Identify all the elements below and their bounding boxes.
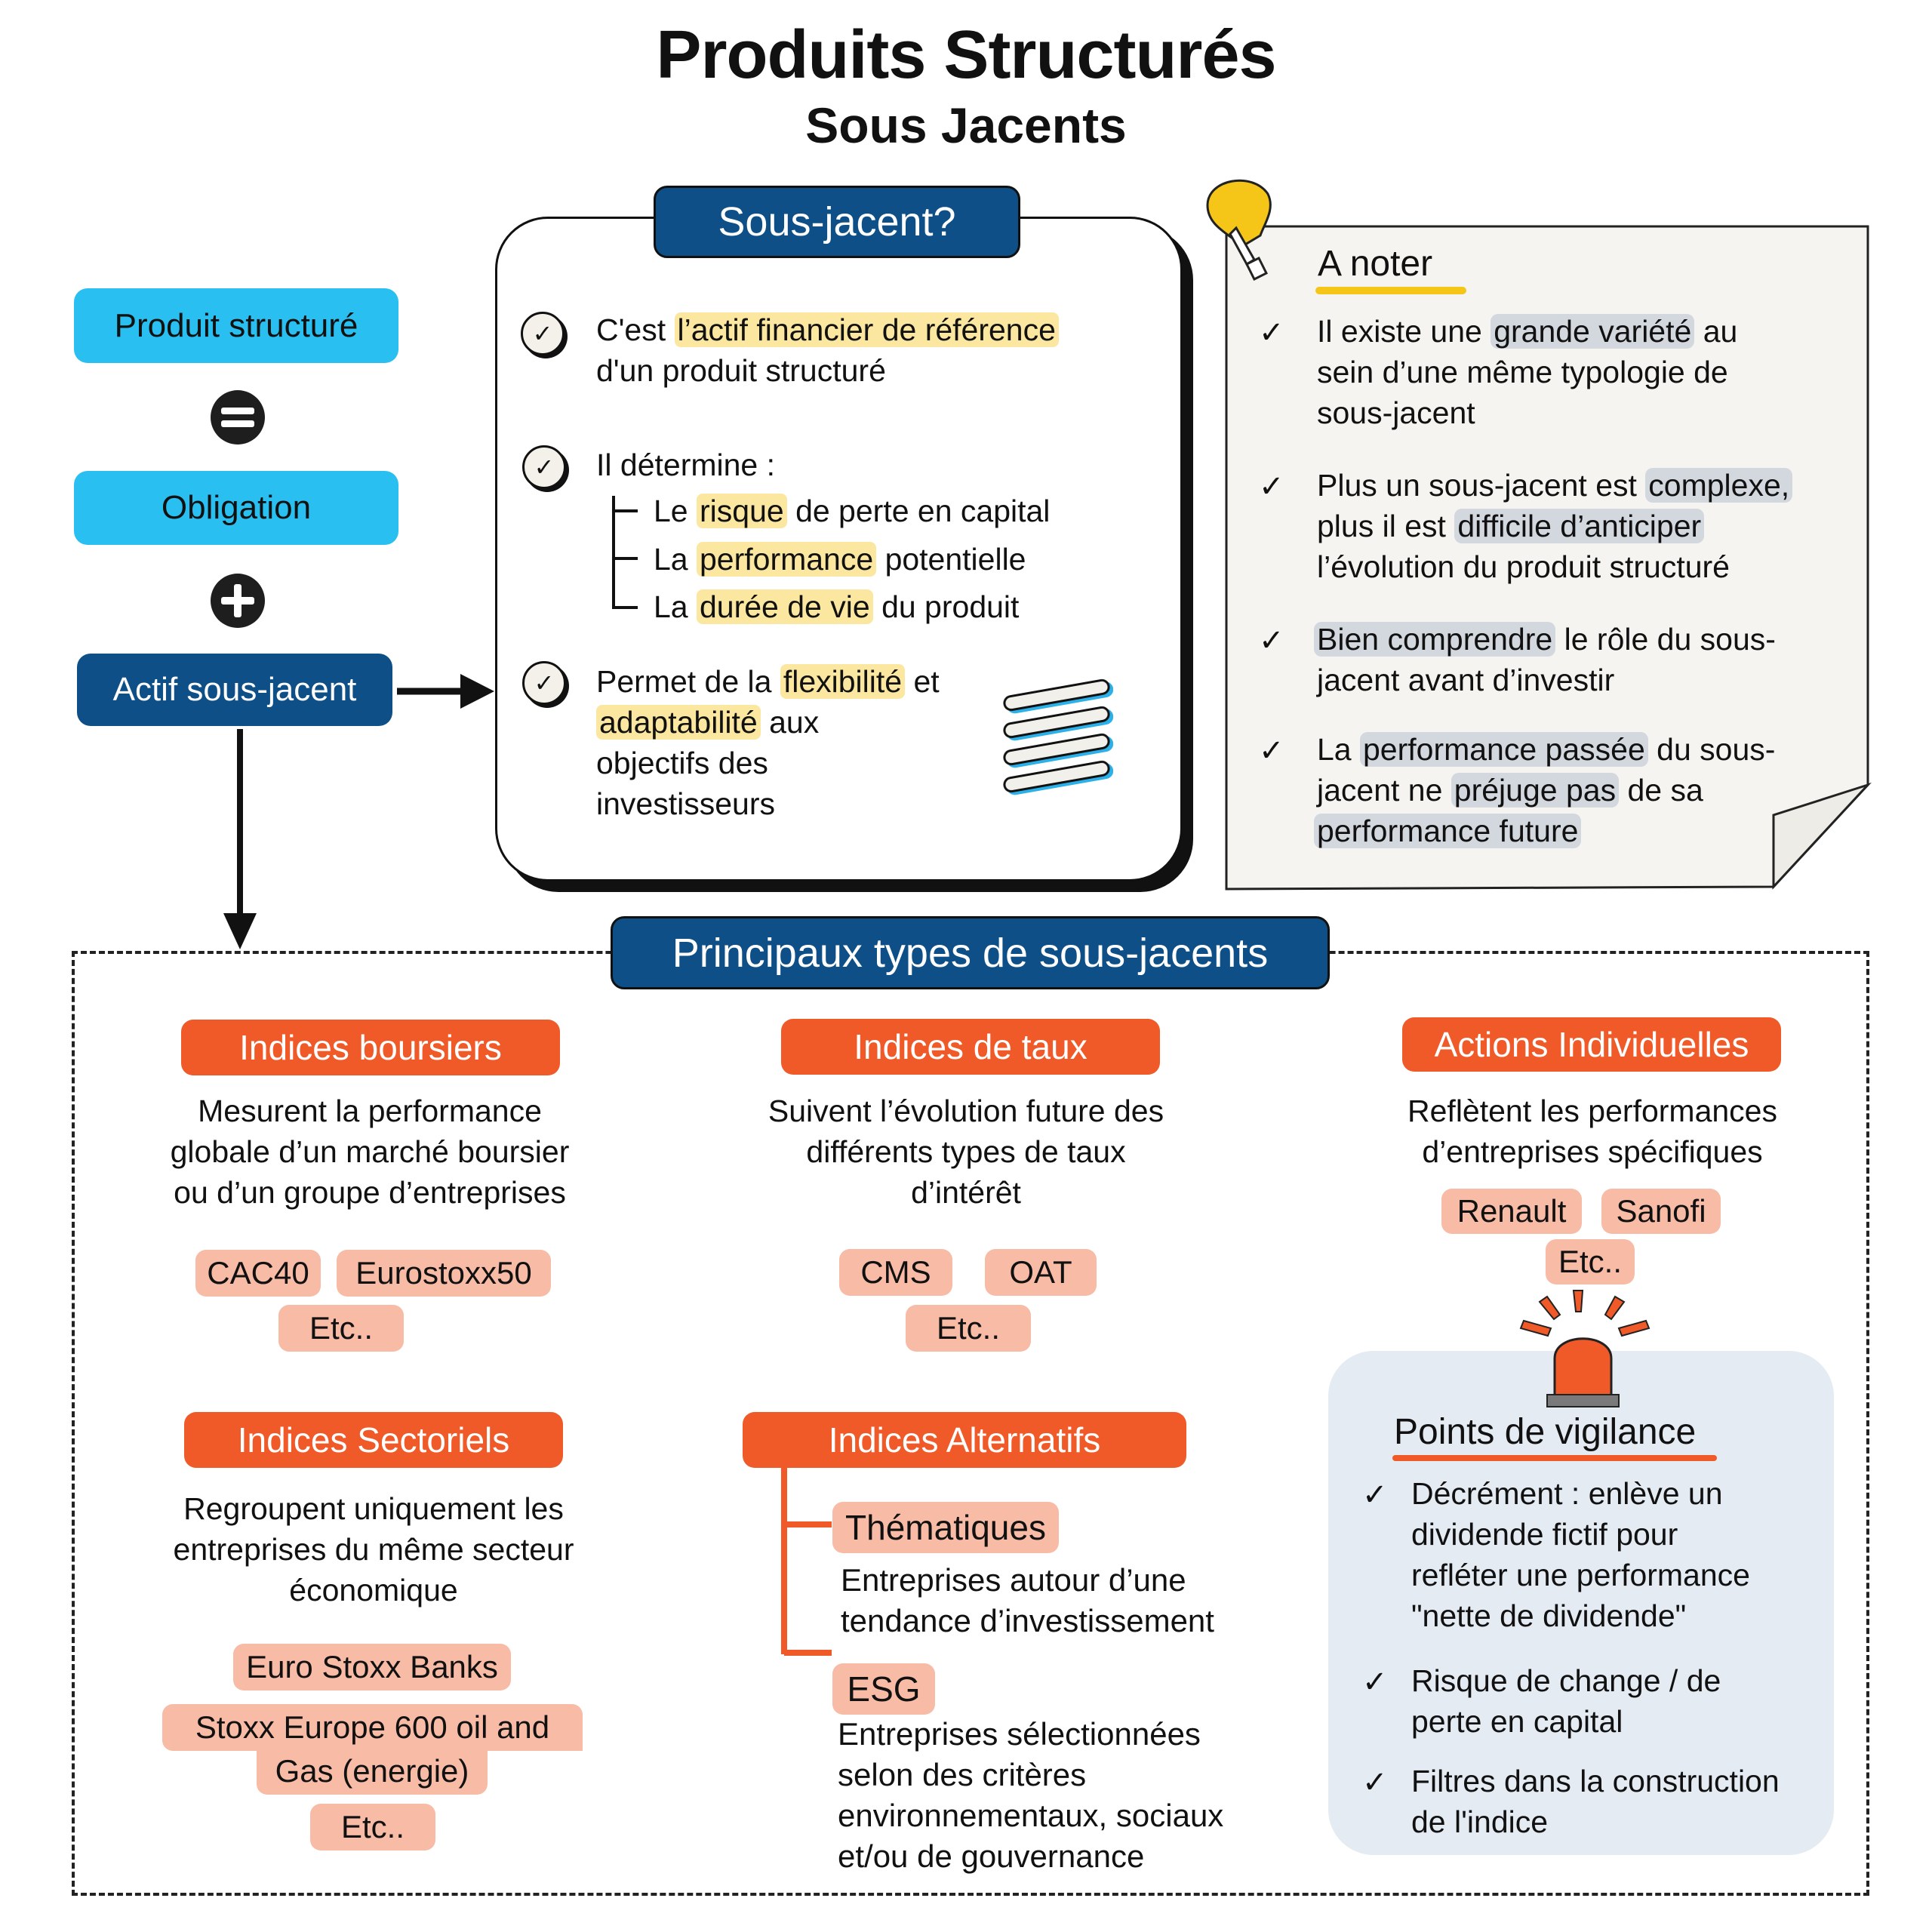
definition-point-3: Permet de la flexibilité et: [596, 664, 940, 699]
chip: CAC40: [195, 1250, 321, 1297]
vigilance-item-3-l2: de l'indice: [1411, 1804, 1549, 1839]
vigilance-item-1-l4: "nette de dividende": [1411, 1598, 1687, 1633]
determine-item-duree: La durée de vie du produit: [654, 589, 1020, 624]
tree-bracket: [612, 496, 638, 609]
chip: Renault: [1441, 1189, 1582, 1234]
note-item-4-line3: performance future: [1314, 811, 1582, 851]
chip: Etc..: [278, 1305, 404, 1352]
esg-desc-2: selon des critères: [838, 1757, 1087, 1792]
chip: Sanofi: [1601, 1189, 1721, 1234]
category-actions-individuelles: Actions Individuelles: [1402, 1017, 1781, 1072]
chip-thematiques: Thématiques: [832, 1502, 1059, 1553]
page-title: Produits Structurés: [656, 17, 1276, 93]
vigilance-item-2-l2: perte en capital: [1411, 1704, 1623, 1739]
vigilance-panel: [1328, 1351, 1834, 1855]
definition-point-1: C'est l’actif financier de référence: [596, 309, 1059, 350]
types-title: Principaux types de sous-jacents: [611, 916, 1330, 989]
alarm-siren-icon: [1519, 1290, 1651, 1407]
check-circle-icon: ✓: [522, 445, 566, 489]
vigilance-item-1: Décrément : enlève un: [1411, 1476, 1723, 1511]
note-item-2-line3: l’évolution du produit structuré: [1317, 549, 1730, 584]
check-circle-icon: ✓: [521, 312, 565, 355]
obligation-box: Obligation: [74, 471, 398, 545]
definition-point-3-line4: investisseurs: [596, 786, 775, 821]
note-item-3-line2: jacent avant d’investir: [1317, 663, 1615, 697]
esg-desc: Entreprises sélectionnées: [838, 1716, 1201, 1752]
chip: Eurostoxx50: [337, 1250, 551, 1297]
thematiques-desc-2: tendance d’investissement: [841, 1603, 1214, 1638]
check-circle-icon: ✓: [522, 661, 566, 705]
equals-icon: [211, 390, 265, 445]
note-paper: [1225, 225, 1872, 891]
note-item-1-line3: sous-jacent: [1317, 395, 1475, 430]
chip: Etc..: [1546, 1239, 1635, 1284]
note-item-4: La performance passée du sous-: [1317, 732, 1776, 767]
highlight: l’actif financier de référence: [674, 312, 1059, 347]
note-item-1: Il existe une grande variété au: [1317, 314, 1738, 349]
alternatifs-tree-connector: [781, 1464, 832, 1656]
note-item-3: Bien comprendre le rôle du sous-: [1314, 619, 1776, 660]
definition-tab: Sous-jacent?: [654, 186, 1020, 258]
lightbulb-icon: [1206, 179, 1272, 281]
note-item-4-line2: jacent ne préjuge pas de sa: [1317, 773, 1703, 808]
chip: Gas (energie): [257, 1748, 488, 1795]
category-indices-de-taux: Indices de taux: [781, 1019, 1160, 1075]
note-title-underline: [1315, 287, 1466, 294]
definition-point-2: Il détermine :: [596, 448, 775, 482]
actif-sous-jacent-box: Actif sous-jacent: [77, 654, 392, 726]
vigilance-item-3: Filtres dans la construction: [1411, 1764, 1780, 1798]
vigilance-title: Points de vigilance: [1394, 1412, 1697, 1452]
esg-desc-3: environnementaux, sociaux: [838, 1798, 1224, 1833]
definition-point-1-line2: d'un produit structuré: [596, 353, 886, 388]
note-item-2-line2: plus il est difficile d’anticiper: [1317, 506, 1705, 546]
chip: Etc..: [906, 1305, 1031, 1352]
check-icon: ✓: [1362, 1666, 1388, 1699]
determine-item-performance: La performance potentielle: [654, 542, 1026, 577]
category-indices-boursiers: Indices boursiers: [181, 1020, 560, 1075]
category-indices-sectoriels: Indices Sectoriels: [184, 1412, 563, 1468]
vigilance-title-underline: [1392, 1455, 1717, 1461]
chip: CMS: [839, 1249, 952, 1296]
thematiques-desc: Entreprises autour d’une: [841, 1562, 1186, 1598]
note-item-2: Plus un sous-jacent est complexe,: [1317, 465, 1793, 506]
chip: OAT: [985, 1249, 1097, 1296]
category-indices-alternatifs: Indices Alternatifs: [743, 1412, 1186, 1468]
note-item-1-line2: sein d’une même typologie de: [1317, 355, 1728, 389]
chip-esg: ESG: [832, 1663, 935, 1715]
note-title: A noter: [1318, 244, 1433, 284]
determine-item-risque: Le risque de perte en capital: [654, 494, 1051, 528]
check-icon: ✓: [1362, 1478, 1388, 1512]
check-icon: ✓: [1259, 624, 1284, 657]
check-icon: ✓: [1259, 470, 1284, 503]
esg-desc-4: et/ou de gouvernance: [838, 1838, 1145, 1874]
page-subtitle: Sous Jacents: [805, 97, 1127, 153]
check-icon: ✓: [1259, 734, 1284, 768]
vigilance-item-2: Risque de change / de: [1411, 1663, 1721, 1698]
spring-icon: [1003, 678, 1110, 793]
arrow-right-head: [460, 674, 494, 709]
chip: Etc..: [310, 1804, 435, 1850]
definition-point-3-line2: adaptabilité aux: [596, 702, 819, 743]
plus-icon: [211, 574, 265, 628]
chip: Stoxx Europe 600 oil and: [162, 1704, 583, 1751]
arrow-down-head: [223, 913, 257, 949]
chip: Euro Stoxx Banks: [233, 1644, 511, 1690]
vigilance-item-1-l2: dividende fictif pour: [1411, 1517, 1678, 1552]
check-icon: ✓: [1362, 1766, 1388, 1799]
vigilance-item-1-l3: refléter une performance: [1411, 1558, 1750, 1592]
produit-structure-box: Produit structuré: [74, 288, 398, 363]
definition-point-3-line3: objectifs des: [596, 746, 768, 780]
check-icon: ✓: [1259, 316, 1284, 349]
